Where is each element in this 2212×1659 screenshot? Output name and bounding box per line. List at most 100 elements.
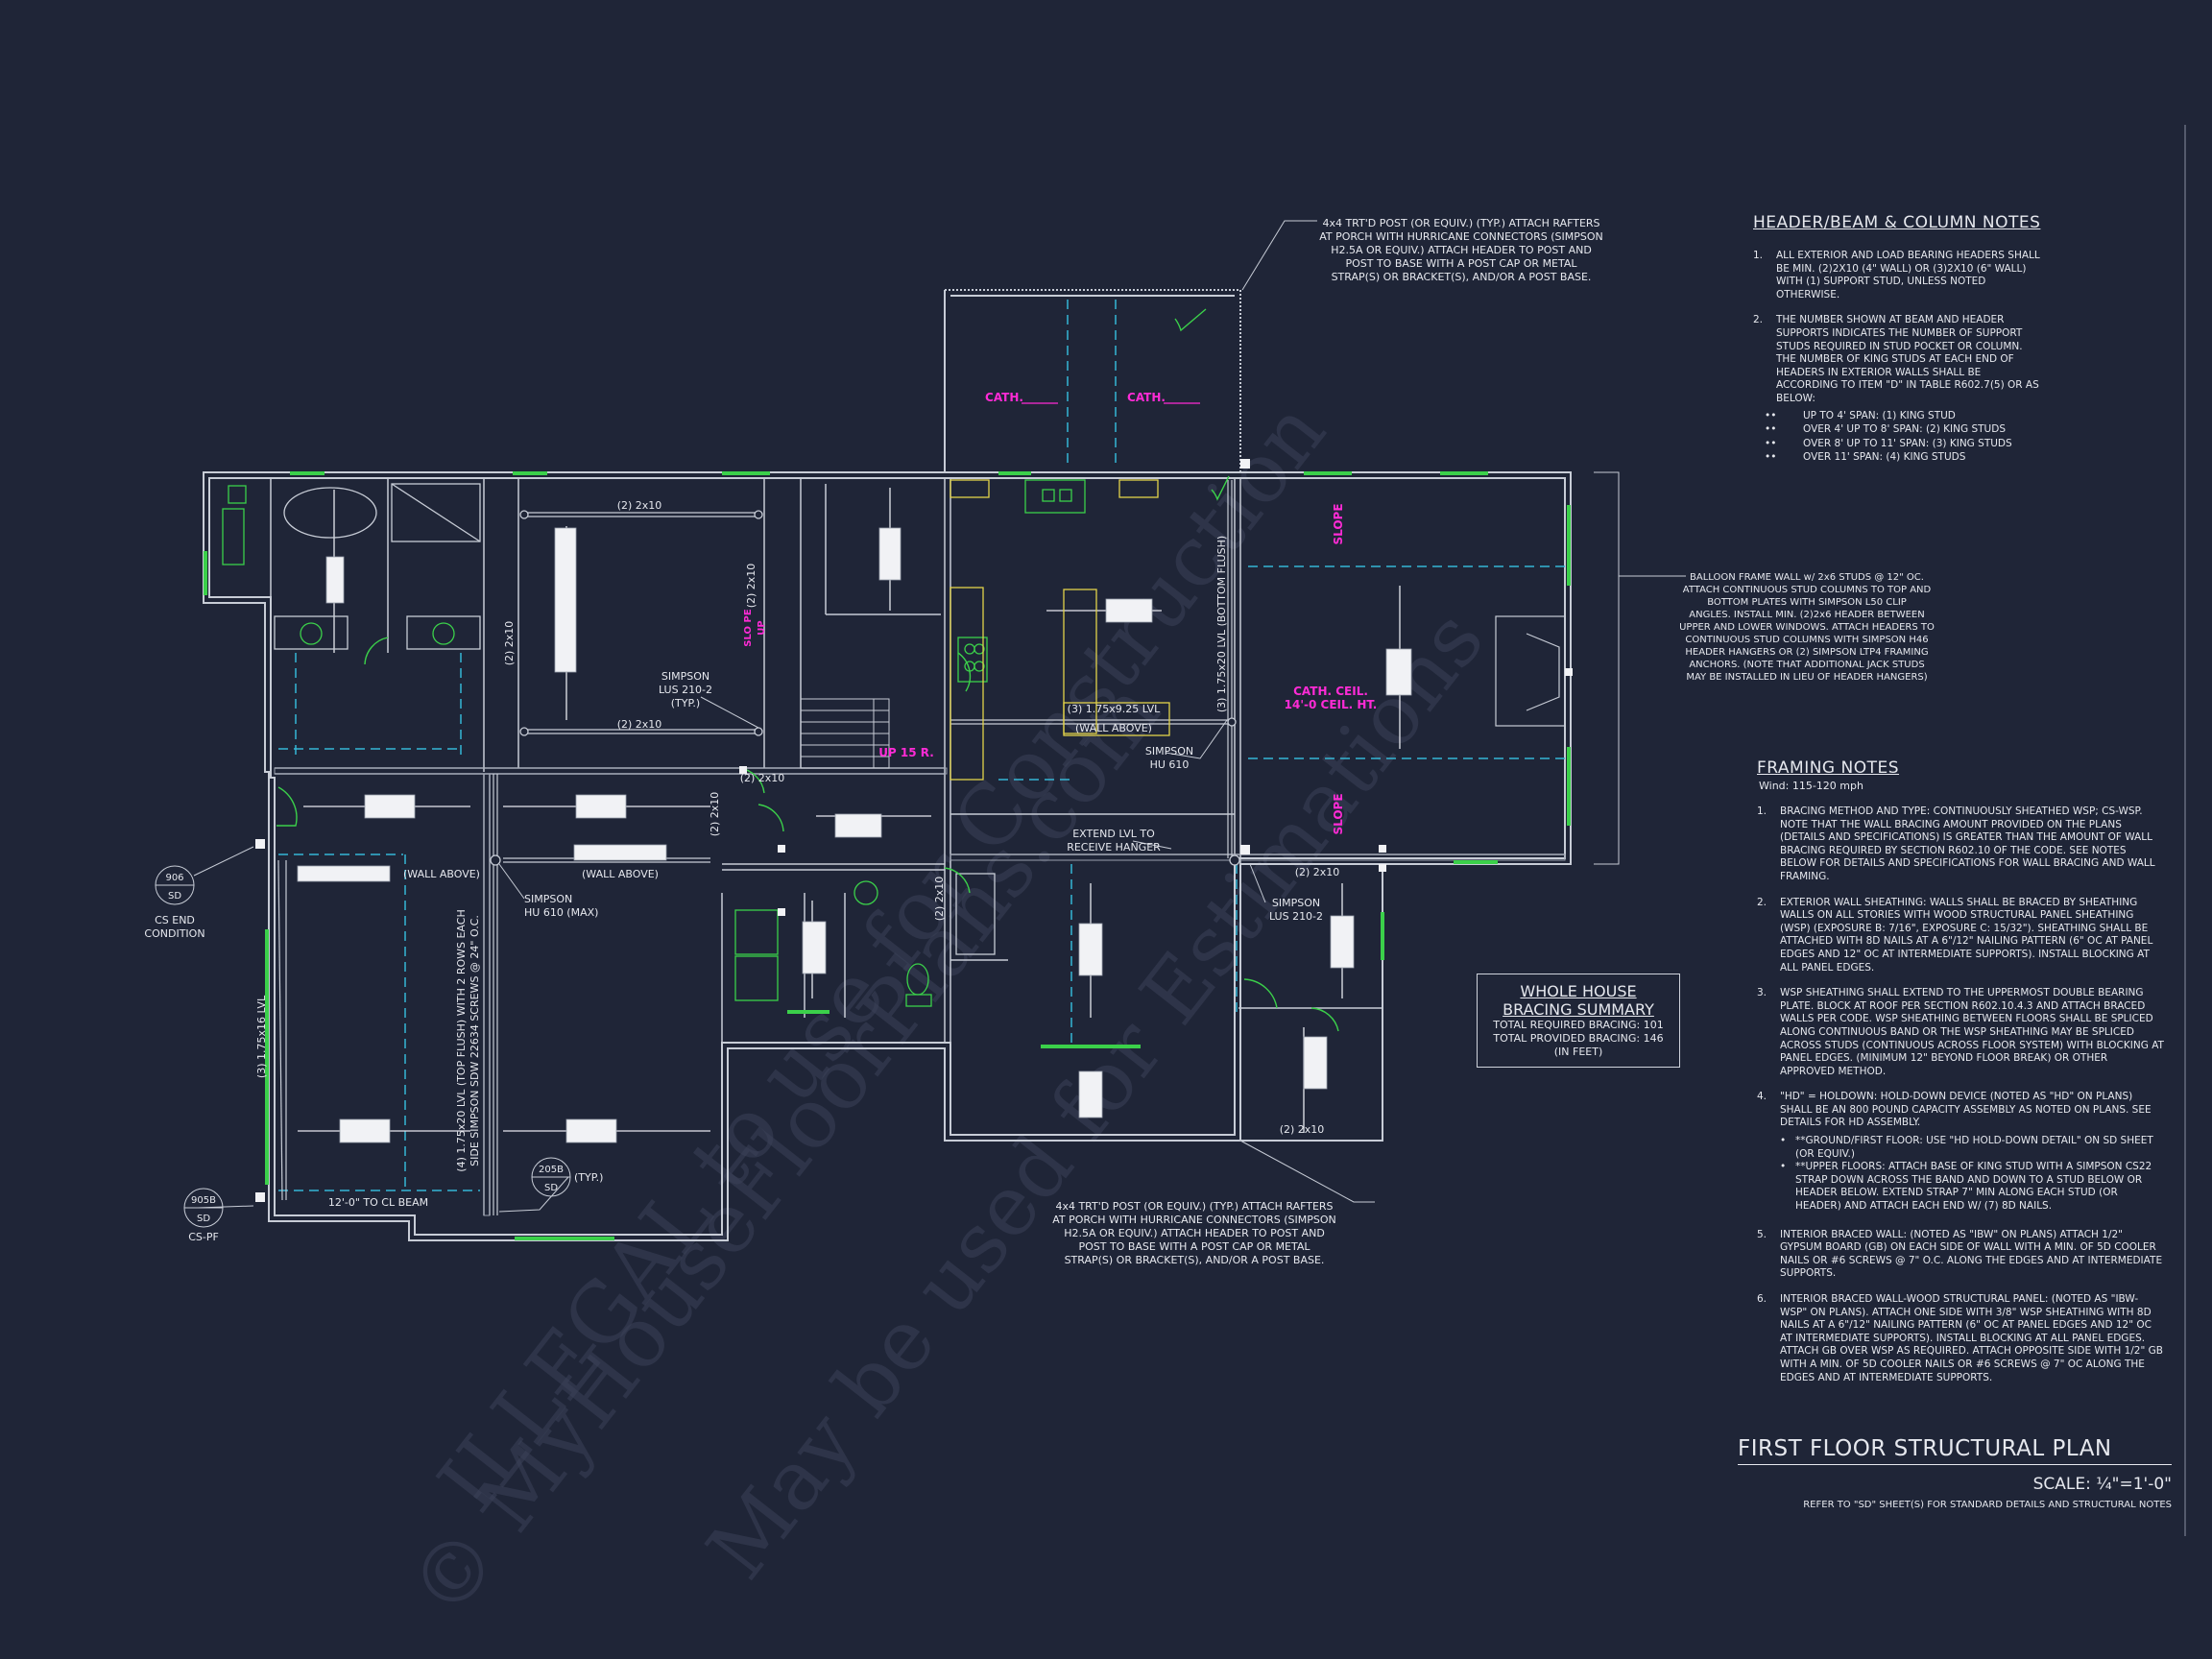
- hanger-symbols: [490, 510, 1240, 866]
- note-item: 2. EXTERIOR WALL SHEATHING: WALLS SHALL B…: [1757, 897, 2164, 975]
- hanger-callout: SIMPSON: [524, 893, 572, 905]
- note-item: 1.BRACING METHOD AND TYPE: CONTINUOUSLY …: [1757, 805, 2164, 884]
- joist-blocks: [297, 527, 1412, 1143]
- wall-above-label: (WALL ABOVE): [403, 868, 480, 880]
- beam-lines: [278, 300, 1565, 1191]
- balloon-callout-line: CONTINUOUS STUD COLUMNS WITH SIMPSON H46: [1685, 635, 1928, 645]
- note-number: 1.: [1753, 250, 1764, 261]
- sheet-reference: REFER TO "SD" SHEET(S) FOR STANDARD DETA…: [1803, 1500, 2172, 1510]
- post-callout-line: POST TO BASE WITH A POST CAP OR METAL: [1345, 257, 1577, 270]
- hanger-callout: SIMPSON: [661, 670, 709, 683]
- lvl-beams: [277, 480, 1233, 1215]
- header-label: (2) 2x10: [503, 621, 516, 666]
- sheet-scale: SCALE: ¼"=1'-0": [2032, 1475, 2172, 1494]
- slope-label: SLOPE: [1332, 503, 1345, 544]
- cathedral-label: CATH.: [985, 391, 1023, 404]
- header-label: (2) 2x10: [1280, 1123, 1325, 1136]
- bullet-mark: •: [1780, 1161, 1787, 1173]
- header-label: (2) 2x10: [933, 877, 946, 922]
- bullet-mark: ••: [1765, 423, 1777, 436]
- windows: [204, 471, 1571, 1240]
- note-item: 1. ALL EXTERIOR AND LOAD BEARING HEADERS …: [1753, 250, 2041, 301]
- required-bracing: TOTAL REQUIRED BRACING: 101: [1493, 1019, 1664, 1031]
- header-notes-heading: HEADER/BEAM & COLUMN NOTES: [1753, 213, 2041, 232]
- bullet-mark: ••: [1765, 437, 1777, 449]
- note-number: 3.: [1757, 987, 1767, 999]
- note-text: WSP SHEATHING SHALL EXTEND TO THE UPPERM…: [1780, 987, 2164, 1077]
- post-callout-line: H2.5A OR EQUIV.) ATTACH HEADER TO POST A…: [1064, 1227, 1325, 1239]
- balloon-frame-callout: BALLOON FRAME WALL w/ 2x6 STUDS @ 12" OC…: [1679, 572, 1935, 683]
- king-stud-item: ••UP TO 4' SPAN: (1) KING STUD: [1765, 409, 2041, 423]
- bullet-text: UP TO 4' SPAN: (1) KING STUD: [1803, 409, 1956, 421]
- header-label: (2) 2x10: [617, 499, 662, 512]
- header-label: (2) 2x10: [1295, 866, 1340, 878]
- bullet-text: **GROUND/FIRST FLOOR: USE "HD HOLD-DOWN …: [1795, 1135, 2153, 1160]
- post-callout-line: STRAP(S) OR BRACKET(S), AND/OR A POST BA…: [1332, 271, 1592, 283]
- hanger-callouts: SIMPSON LUS 210-2 (TYP.) SIMPSON HU 610 …: [524, 670, 1323, 923]
- cs-end-label: CONDITION: [144, 927, 204, 940]
- header-label: (2) 2x10: [617, 718, 662, 731]
- detail-tag-205b: 205B SD: [531, 1157, 571, 1197]
- hanger-callout: (TYP.): [671, 697, 700, 709]
- header-beam-notes: HEADER/BEAM & COLUMN NOTES 1. ALL EXTERIO…: [1753, 213, 2041, 476]
- balloon-callout-line: HEADER HANGERS OR (2) SIMPSON LTP4 FRAMI…: [1685, 647, 1928, 658]
- slope-label: SLOPE: [1332, 793, 1345, 834]
- king-stud-item: ••OVER 11' SPAN: (4) KING STUDS: [1765, 450, 2041, 465]
- wind-speed: Wind: 115-120 mph: [1759, 780, 1863, 792]
- note-item: 4. "HD" = HOLDOWN: HOLD-DOWN DEVICE (NOTE…: [1757, 1091, 2164, 1130]
- note-text: THE NUMBER SHOWN AT BEAM AND HEADER SUPP…: [1776, 314, 2039, 404]
- stair-slope-label: SLO PE: [743, 609, 754, 647]
- cs-pf-label: CS-PF: [188, 1231, 219, 1243]
- post-callout-line: 4x4 TRT'D POST (OR EQUIV.) (TYP.) ATTACH…: [1055, 1200, 1333, 1213]
- king-stud-item: ••OVER 4' UP TO 8' SPAN: (2) KING STUDS: [1765, 422, 2041, 437]
- detail-tag-number: 905B: [191, 1195, 216, 1206]
- note-number: 6.: [1757, 1293, 1767, 1305]
- header-notes-list: 1. ALL EXTERIOR AND LOAD BEARING HEADERS …: [1753, 250, 2041, 406]
- detail-tag-905b: 905B SD: [183, 1188, 224, 1228]
- lvl-label: (3) 1.75x20 LVL (BOTTOM FLUSH): [1215, 536, 1228, 712]
- detail-tag-sheet: SD: [197, 1214, 210, 1224]
- hanger-callout: HU 610 (MAX): [524, 906, 598, 919]
- hanger-callout: HU 610: [1150, 758, 1190, 771]
- bullet-text: OVER 8' UP TO 11' SPAN: (3) KING STUDS: [1803, 437, 2012, 449]
- bullet-item: •**UPPER FLOORS: ATTACH BASE OF KING STU…: [1780, 1161, 2164, 1213]
- doors: [276, 308, 1339, 1032]
- framing-notes-heading: FRAMING NOTES: [1757, 758, 1900, 778]
- framing-notes-list-2: 5. INTERIOR BRACED WALL: (NOTED AS "IBW" …: [1757, 1229, 2164, 1385]
- hanger-callout: SIMPSON: [1145, 745, 1193, 757]
- stair: [800, 698, 890, 769]
- cathedral-ceiling-label: CATH. CEIL.: [1293, 685, 1368, 698]
- balloon-callout-line: ANGLES. INSTALL MIN. (2)2x6 HEADER BETWE…: [1689, 610, 1924, 620]
- hatched-beams: [274, 767, 1566, 1216]
- header-label: (2) 2x10: [709, 792, 721, 837]
- balloon-callout-line: ANCHORS. (NOTE THAT ADDITIONAL JACK STUD…: [1689, 660, 1924, 670]
- note-number: 5.: [1757, 1228, 1767, 1240]
- provided-bracing: TOTAL PROVIDED BRACING: 146: [1493, 1032, 1664, 1045]
- lvl-label: (3) 1.75x9.25 LVL: [1068, 703, 1162, 715]
- balloon-callout-line: UPPER AND LOWER WINDOWS. ATTACH HEADERS …: [1679, 622, 1935, 633]
- note-text: ALL EXTERIOR AND LOAD BEARING HEADERS SH…: [1776, 250, 2040, 301]
- note-text: EXTERIOR WALL SHEATHING: WALLS SHALL BE …: [1780, 896, 2153, 974]
- hanger-callout: SIMPSON: [1272, 897, 1320, 909]
- balloon-callout-line: BALLOON FRAME WALL w/ 2x6 STUDS @ 12" OC…: [1690, 572, 1924, 583]
- note-number: 2.: [1753, 314, 1764, 326]
- lvl-label: SIDE SIMPSON SDW 22634 SCREWS @ 24" O.C.: [469, 915, 481, 1166]
- post-callout-bottom: 4x4 TRT'D POST (OR EQUIV.) (TYP.) ATTACH…: [1052, 1200, 1336, 1266]
- balloon-callout-line: ATTACH CONTINUOUS STUD COLUMNS TO TOP AN…: [1683, 585, 1932, 595]
- bullet-item: •**GROUND/FIRST FLOOR: USE "HD HOLD-DOWN…: [1780, 1135, 2164, 1161]
- note-number: 4.: [1757, 1091, 1767, 1103]
- post-callout-line: AT PORCH WITH HURRICANE CONNECTORS (SIMP…: [1319, 230, 1603, 243]
- note-item: 6.INTERIOR BRACED WALL-WOOD STRUCTURAL P…: [1757, 1293, 2164, 1384]
- note-item: 3. WSP SHEATHING SHALL EXTEND TO THE UPPE…: [1757, 987, 2164, 1078]
- cathedral-ceiling-label: 14'-0 CEIL. HT.: [1285, 698, 1378, 711]
- post-callout-top: 4x4 TRT'D POST (OR EQUIV.) (TYP.) ATTACH…: [1319, 217, 1603, 283]
- note-text: INTERIOR BRACED WALL: (NOTED AS "IBW" ON…: [1780, 1228, 2163, 1280]
- cathedral-label: CATH.: [1127, 391, 1166, 404]
- summary-heading: BRACING SUMMARY: [1503, 1000, 1654, 1019]
- title-block: FIRST FLOOR STRUCTURAL PLAN SCALE: ¼"=1'…: [1738, 1436, 2172, 1510]
- detail-tag-number: 906: [165, 873, 183, 883]
- note-number: 2.: [1757, 896, 1767, 908]
- wall-above-label: (WALL ABOVE): [1075, 722, 1152, 734]
- note-text: "HD" = HOLDOWN: HOLD-DOWN DEVICE (NOTED …: [1780, 1091, 2152, 1129]
